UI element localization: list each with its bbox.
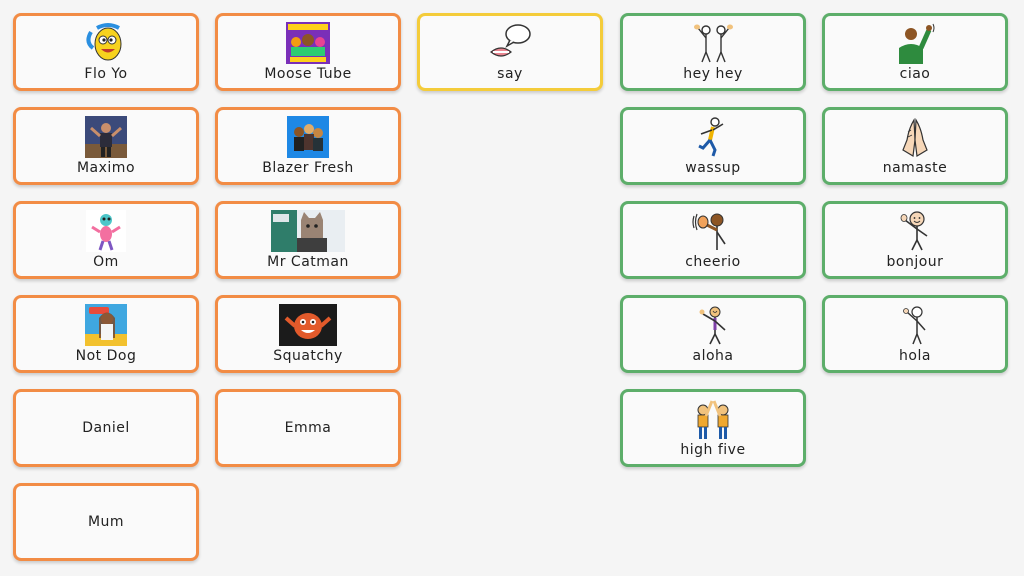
not-dog-photo-icon — [85, 304, 127, 346]
person-button-blazer-fresh[interactable]: Blazer Fresh — [215, 107, 401, 185]
person-button-squatchy[interactable]: Squatchy — [215, 295, 401, 373]
maximo-photo-icon — [85, 116, 127, 158]
smiling-person-waving-icon — [895, 210, 935, 252]
praying-hands-icon — [895, 116, 935, 158]
person-button-mr-catman[interactable]: Mr Catman — [215, 201, 401, 279]
waving-hands-icon — [691, 22, 735, 64]
om-character-icon — [86, 210, 126, 252]
greeting-button-label: bonjour — [886, 254, 944, 270]
person-button-label: Not Dog — [75, 348, 137, 364]
waving-person-icon — [691, 210, 735, 252]
squatchy-character-icon — [279, 304, 337, 346]
speech-bubble-mouth-icon — [488, 22, 532, 64]
person-button-mum[interactable]: Mum — [13, 483, 199, 561]
greeting-button-label: cheerio — [685, 254, 741, 270]
greeting-button-aloha[interactable]: aloha — [620, 295, 806, 373]
person-button-label: Maximo — [76, 160, 136, 176]
say-button[interactable]: say — [417, 13, 603, 91]
person-button-moose-tube[interactable]: Moose Tube — [215, 13, 401, 91]
person-button-label: Emma — [284, 420, 332, 436]
mr-catman-photo-icon — [271, 210, 345, 252]
greeting-button-label: wassup — [685, 160, 741, 176]
say-button-label: say — [497, 66, 523, 82]
greeting-button-label: high five — [680, 442, 746, 458]
greeting-button-label: namaste — [882, 160, 948, 176]
greeting-button-cheerio[interactable]: cheerio — [620, 201, 806, 279]
person-button-maximo[interactable]: Maximo — [13, 107, 199, 185]
greeting-button-label: hey hey — [683, 66, 743, 82]
greeting-button-label: ciao — [899, 66, 931, 82]
person-button-label: Om — [93, 254, 119, 270]
person-waving-icon — [895, 22, 935, 64]
greeting-button-label: aloha — [692, 348, 734, 364]
greeting-button-label: hola — [899, 348, 931, 364]
person-button-emma[interactable]: Emma — [215, 389, 401, 467]
high-five-icon — [691, 398, 735, 440]
greeting-button-hey-hey[interactable]: hey hey — [620, 13, 806, 91]
stick-person-waving-icon — [897, 304, 933, 346]
greeting-button-hola[interactable]: hola — [822, 295, 1008, 373]
person-button-om[interactable]: Om — [13, 201, 199, 279]
person-button-not-dog[interactable]: Not Dog — [13, 295, 199, 373]
person-button-label: Flo Yo — [84, 66, 128, 82]
greeting-button-wassup[interactable]: wassup — [620, 107, 806, 185]
person-button-flo-yo[interactable]: Flo Yo — [13, 13, 199, 91]
person-button-label: Mr Catman — [267, 254, 349, 270]
moose-tube-album-icon — [286, 22, 330, 64]
person-button-daniel[interactable]: Daniel — [13, 389, 199, 467]
person-button-label: Daniel — [82, 420, 130, 436]
person-waving-tie-icon — [693, 304, 733, 346]
blazer-fresh-photo-icon — [287, 116, 329, 158]
greeting-button-ciao[interactable]: ciao — [822, 13, 1008, 91]
greeting-button-namaste[interactable]: namaste — [822, 107, 1008, 185]
person-button-label: Moose Tube — [264, 66, 352, 82]
person-button-label: Blazer Fresh — [262, 160, 354, 176]
person-button-label: Squatchy — [273, 348, 343, 364]
person-button-label: Mum — [87, 514, 125, 530]
flo-yo-character-icon — [83, 22, 129, 64]
dancing-person-icon — [693, 116, 733, 158]
greeting-button-high-five[interactable]: high five — [620, 389, 806, 467]
greeting-button-bonjour[interactable]: bonjour — [822, 201, 1008, 279]
